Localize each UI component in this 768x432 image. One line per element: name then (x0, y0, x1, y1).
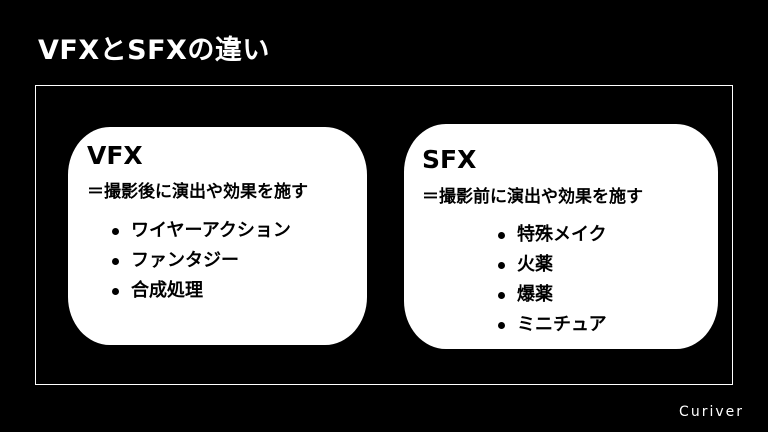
sfx-card-description: ＝撮影前に演出や効果を施す (422, 187, 643, 207)
list-item-label: ワイヤーアクション (131, 220, 291, 241)
bullet-icon (112, 287, 119, 295)
vfx-card: VFX ＝撮影後に演出や効果を施す ワイヤーアクション ファンタジー 合成処理 (68, 127, 367, 345)
brand-logo: Curiver (679, 404, 744, 420)
list-item: ワイヤーアクション (112, 216, 291, 246)
vfx-card-title: VFX (87, 141, 143, 170)
list-item: 特殊メイク (498, 220, 607, 250)
bullet-icon (498, 231, 505, 239)
sfx-item-list: 特殊メイク 火薬 爆薬 ミニチュア (498, 220, 607, 340)
list-item: 合成処理 (112, 276, 291, 306)
list-item-label: 合成処理 (131, 280, 203, 301)
bullet-icon (112, 257, 119, 265)
list-item: ファンタジー (112, 246, 291, 276)
content-frame (35, 85, 733, 385)
slide-title: VFXとSFXの違い (38, 35, 270, 66)
list-item: ミニチュア (498, 310, 607, 340)
list-item-label: 特殊メイク (517, 224, 607, 245)
bullet-icon (498, 291, 505, 299)
sfx-card-title: SFX (422, 145, 477, 174)
bullet-icon (498, 261, 505, 269)
list-item: 爆薬 (498, 280, 607, 310)
vfx-item-list: ワイヤーアクション ファンタジー 合成処理 (112, 216, 291, 306)
list-item-label: 爆薬 (517, 284, 553, 305)
list-item-label: ファンタジー (131, 250, 239, 271)
vfx-card-description: ＝撮影後に演出や効果を施す (87, 182, 308, 202)
list-item-label: ミニチュア (517, 314, 607, 335)
sfx-card: SFX ＝撮影前に演出や効果を施す 特殊メイク 火薬 爆薬 ミニチュア (404, 124, 718, 349)
bullet-icon (112, 227, 119, 235)
bullet-icon (498, 321, 505, 329)
list-item-label: 火薬 (517, 254, 553, 275)
list-item: 火薬 (498, 250, 607, 280)
